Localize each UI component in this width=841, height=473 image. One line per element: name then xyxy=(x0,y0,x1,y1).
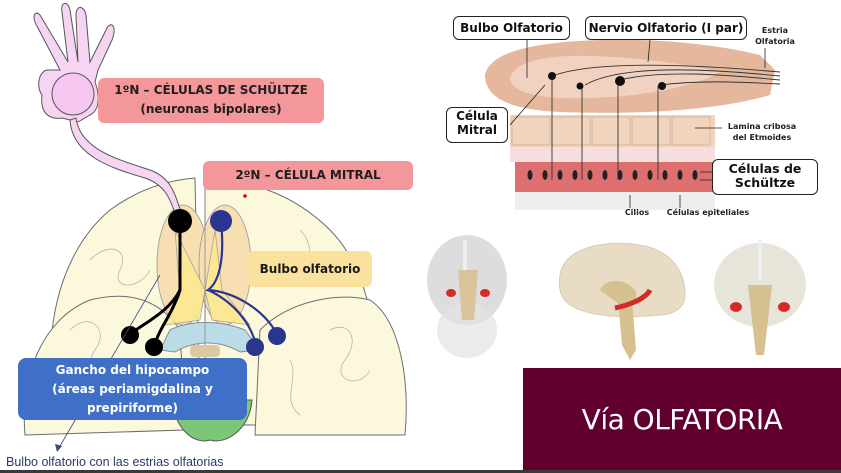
label-celulas-epiteliales: Células epiteliales xyxy=(666,208,750,217)
olfactory-bulb-anatomy xyxy=(485,39,781,210)
label-schultze-line1: Células de xyxy=(728,161,802,176)
leader-lines xyxy=(509,39,766,208)
label-uncus-line2: (áreas periamigdalina y xyxy=(52,382,213,396)
title-banner: Vía OLFATORIA xyxy=(523,368,841,470)
label-uncus-line3: prepiriforme) xyxy=(87,401,178,415)
caption: Bulbo olfatorio con las estrias olfatori… xyxy=(6,455,224,469)
label-bulbo-olfatorio-text: Bulbo Olfatorio xyxy=(460,21,563,35)
second-neuron-dot-right xyxy=(268,327,286,345)
label-estria-line1: Estria xyxy=(761,26,789,35)
label-first-neuron-line2: (neuronas bipolares) xyxy=(140,102,282,116)
first-neuron-dot-right xyxy=(145,338,163,356)
label-lamina-line1: Lamina cribosa xyxy=(727,122,797,131)
label-cilios: Cilios xyxy=(624,208,650,217)
label-schultze-line2: Schültze xyxy=(734,175,796,191)
label-bulbo-olfatorio: Bulbo Olfatorio xyxy=(453,16,570,40)
label-mitral-line2: Mitral xyxy=(457,122,497,137)
first-neuron-dot-top xyxy=(168,209,192,233)
label-second-neuron: 2ºN – CÉLULA MITRAL xyxy=(203,161,413,190)
label-lamina-line2: del Etmoides xyxy=(732,132,792,142)
label-second-neuron-text: 2ºN – CÉLULA MITRAL xyxy=(235,168,381,182)
label-nervio-olfatorio: Nervio Olfatorio (I par) xyxy=(585,16,747,40)
skull-front-view xyxy=(427,235,507,358)
label-first-neuron-line1: 1ºN – CÉLULAS DE SCHÜLTZE xyxy=(114,83,308,97)
marker-dot xyxy=(243,194,247,198)
second-neuron-dot-top xyxy=(210,210,232,232)
label-nervio-olfatorio-text: Nervio Olfatorio (I par) xyxy=(588,21,744,35)
optic-chiasm xyxy=(159,322,261,353)
second-neuron-dot-left xyxy=(246,338,264,356)
label-bulb: Bulbo olfatorio xyxy=(248,251,372,287)
bottom-border xyxy=(0,470,841,473)
brain-sagittal-view xyxy=(558,242,686,360)
page-title: Vía OLFATORIA xyxy=(581,402,783,436)
label-estria-line2: Olfatoria xyxy=(755,36,795,46)
brain-front-view xyxy=(714,240,806,355)
label-estria-olfatoria: Estria Olfatoria xyxy=(752,26,798,48)
label-celulas-schultze: Células de Schültze xyxy=(712,159,818,195)
pituitary xyxy=(190,345,220,357)
label-bulb-text: Bulbo olfatorio xyxy=(259,262,361,276)
label-uncus: Gancho del hipocampo (áreas periamigdali… xyxy=(18,358,247,420)
caption-arrow-head xyxy=(55,444,62,452)
label-first-neuron: 1ºN – CÉLULAS DE SCHÜLTZE (neuronas bipo… xyxy=(98,78,324,123)
first-neuron-dot-left xyxy=(121,326,139,344)
bulb-tissue xyxy=(485,39,775,210)
label-lamina-cribosa: Lamina cribosa del Etmoides xyxy=(722,122,802,144)
mitral-cells xyxy=(548,72,666,90)
label-celula-mitral: Célula Mitral xyxy=(446,107,508,143)
schultze-cells xyxy=(527,170,698,180)
label-uncus-line1: Gancho del hipocampo xyxy=(55,363,210,377)
label-mitral-line1: Célula xyxy=(456,109,498,123)
nerve-fibers xyxy=(551,64,781,180)
